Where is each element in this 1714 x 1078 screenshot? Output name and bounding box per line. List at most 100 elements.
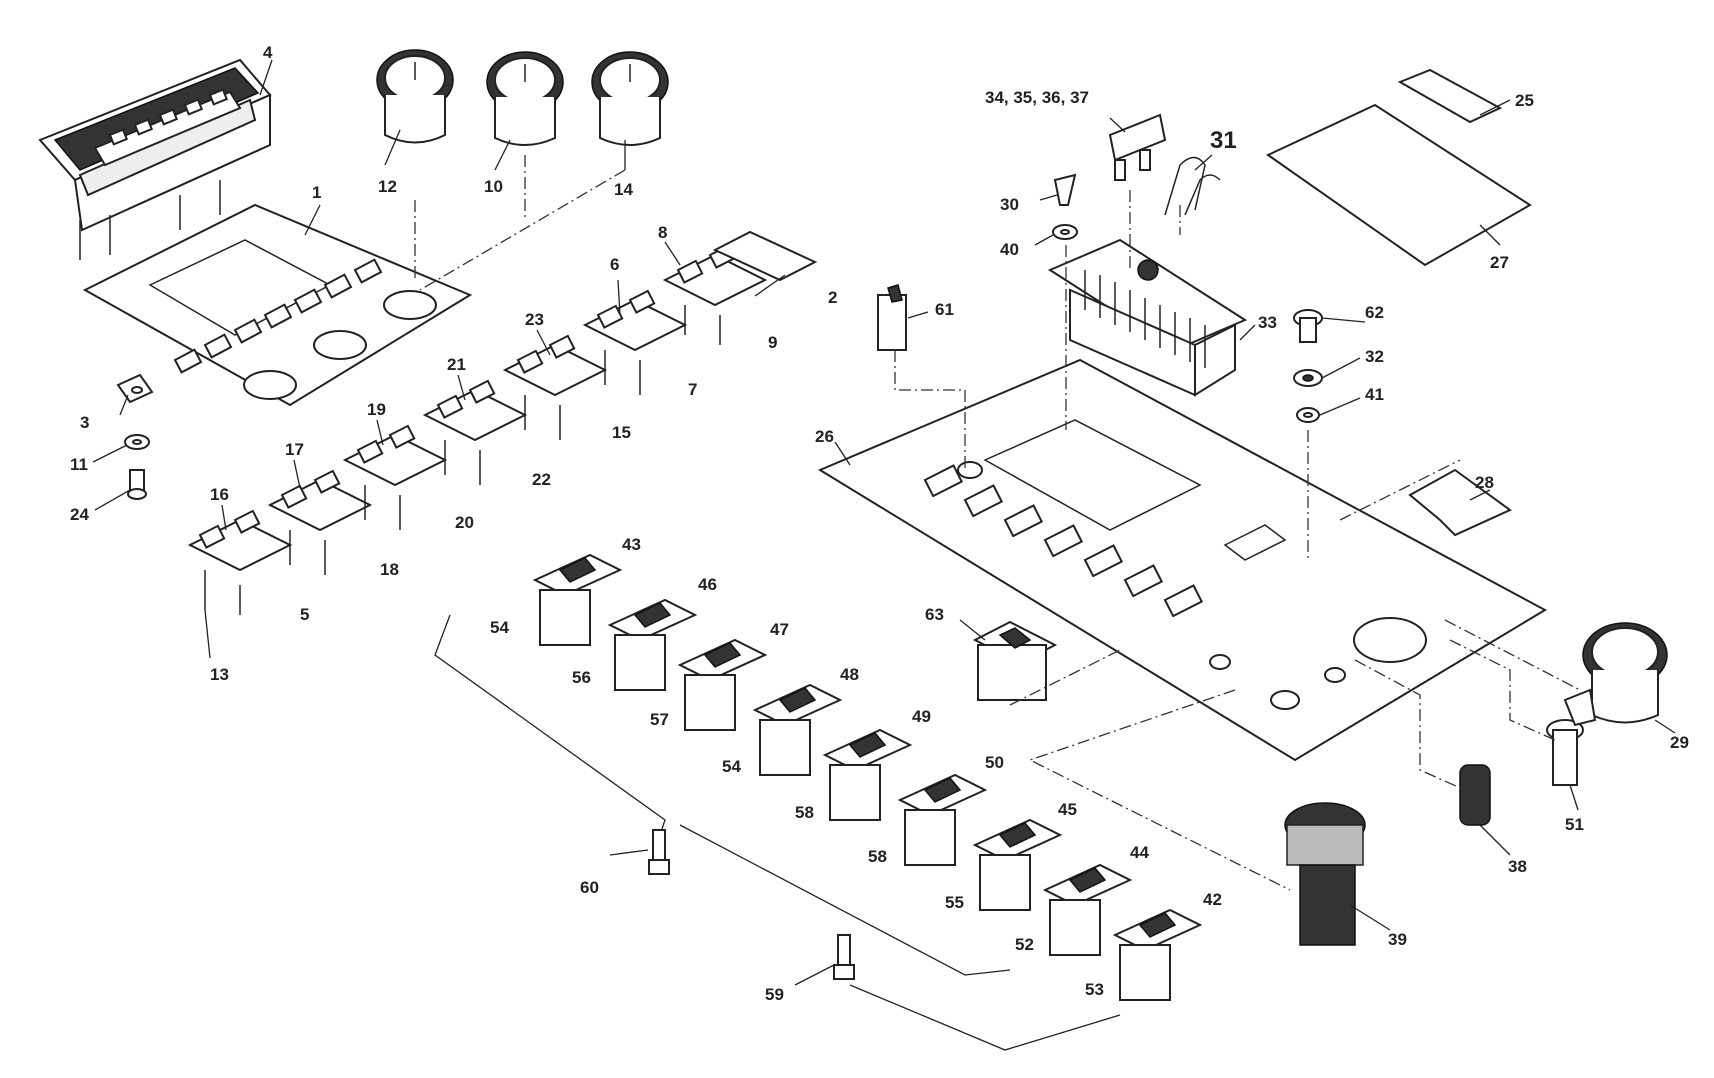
label-22: 22 (532, 470, 551, 489)
part-11-washer (124, 434, 150, 450)
label-9: 9 (768, 333, 777, 352)
label-33: 33 (1258, 313, 1277, 332)
rocker-43 (532, 553, 623, 646)
label-3: 3 (80, 413, 89, 432)
label-54b: 54 (722, 757, 741, 776)
label-40: 40 (1000, 240, 1019, 259)
label-50: 50 (985, 753, 1004, 772)
part-51-lamp (1546, 688, 1597, 786)
label-49: 49 (912, 707, 931, 726)
label-58b: 58 (868, 847, 887, 866)
label-28: 28 (1475, 473, 1494, 492)
label-31: 31 (1210, 127, 1237, 154)
label-17: 17 (285, 440, 304, 459)
label-56: 56 (572, 668, 591, 687)
label-19: 19 (367, 400, 386, 419)
label-32: 32 (1365, 347, 1384, 366)
part-26-main-panel (817, 358, 1548, 762)
label-34-37: 34, 35, 36, 37 (985, 88, 1089, 107)
part-14-gauge (591, 51, 669, 146)
part-60-plug (648, 829, 670, 875)
part-32-washer (1293, 369, 1323, 387)
label-20: 20 (455, 513, 474, 532)
part-34-37-fuse (1108, 113, 1167, 181)
label-59: 59 (765, 985, 784, 1004)
part-9-switch-module (662, 244, 768, 345)
part-15-switch-module (502, 334, 608, 440)
label-29: 29 (1670, 733, 1689, 752)
label-52: 52 (1015, 935, 1034, 954)
label-1: 1 (312, 183, 321, 202)
label-58a: 58 (795, 803, 814, 822)
part-33-fuse-block (1047, 238, 1248, 397)
part-39-knob (1284, 802, 1366, 946)
part-28-bracket (1408, 468, 1512, 537)
part-20-switch-module (342, 424, 448, 530)
label-8: 8 (658, 223, 667, 242)
label-46: 46 (698, 575, 717, 594)
label-4: 4 (263, 43, 273, 62)
part-7-switch-module (582, 289, 688, 395)
label-51: 51 (1565, 815, 1584, 834)
rocker-50 (897, 773, 988, 866)
label-30: 30 (1000, 195, 1019, 214)
part-61-fuse-holder (877, 284, 907, 351)
label-18: 18 (380, 560, 399, 579)
label-2: 2 (828, 288, 837, 307)
part-40-washer (1052, 224, 1078, 240)
part-30-screw (1053, 173, 1077, 206)
label-26: 26 (815, 427, 834, 446)
rocker-48 (752, 683, 843, 776)
part-27-cover (1266, 103, 1532, 267)
label-11: 11 (70, 455, 88, 474)
label-45: 45 (1058, 800, 1077, 819)
part-63-module (972, 620, 1058, 701)
part-31-clip (1164, 156, 1221, 216)
label-55: 55 (945, 893, 964, 912)
label-15: 15 (612, 423, 631, 442)
part-labels: 4 1 12 10 14 2 6 8 9 7 23 15 21 22 19 20… (70, 43, 1689, 1004)
label-63: 63 (925, 605, 944, 624)
part-12-gauge (376, 49, 454, 144)
label-62: 62 (1365, 303, 1384, 322)
part-18-switch-module (267, 469, 373, 575)
rocker-44 (1042, 863, 1133, 956)
label-39: 39 (1388, 930, 1407, 949)
label-16: 16 (210, 485, 229, 504)
rocker-47 (677, 638, 768, 731)
rocker-49 (822, 728, 913, 821)
label-14: 14 (614, 180, 633, 199)
label-38: 38 (1508, 857, 1527, 876)
part-5-switch-module (187, 509, 293, 615)
part-62-bolt (1293, 309, 1323, 343)
label-43: 43 (622, 535, 641, 554)
label-53: 53 (1085, 980, 1104, 999)
label-5: 5 (300, 605, 309, 624)
label-6: 6 (610, 255, 619, 274)
part-22-switch-module (422, 379, 528, 485)
label-41: 41 (1365, 385, 1384, 404)
part-59-plug (833, 934, 855, 980)
label-27: 27 (1490, 253, 1509, 272)
part-41-washer (1296, 407, 1320, 423)
label-47: 47 (770, 620, 789, 639)
label-48: 48 (840, 665, 859, 684)
part-2-blank-plate (712, 230, 818, 282)
part-3-bracket (116, 373, 154, 404)
rocker-45 (972, 818, 1063, 911)
rocker-46 (607, 598, 698, 691)
label-21: 21 (447, 355, 466, 374)
label-57: 57 (650, 710, 669, 729)
label-25: 25 (1515, 91, 1534, 110)
label-24: 24 (70, 505, 89, 524)
part-29-gauge (1582, 622, 1668, 724)
label-10: 10 (484, 177, 503, 196)
label-23: 23 (525, 310, 544, 329)
part-10-gauge (486, 51, 564, 146)
part-24-screw (127, 469, 147, 500)
label-44: 44 (1130, 843, 1149, 862)
label-60: 60 (580, 878, 599, 897)
label-7: 7 (688, 380, 697, 399)
